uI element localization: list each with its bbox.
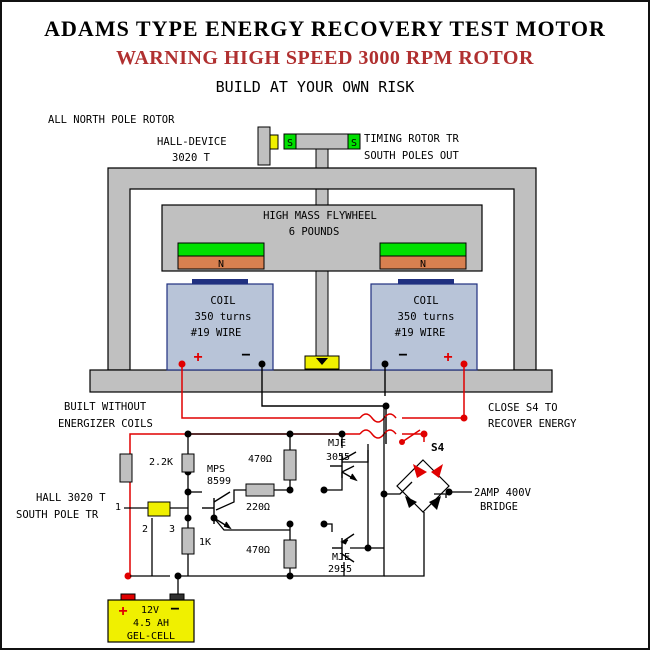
junction-dots-red [124,360,468,580]
rotor-magnet-right-top [379,242,467,257]
rotor-magnet-left-bottom [177,255,265,270]
resistor-470-bottom [283,539,297,569]
bridge-label-2: BRIDGE [480,501,518,513]
mje-top-label-2: 3055 [326,452,350,463]
coil-left-core [192,279,248,284]
rotor-magnet-right-bottom [379,255,467,270]
coil-wiring-red [129,364,465,576]
coil-right-label-3: #19 WIRE [395,327,446,339]
resistor-1k [181,527,195,555]
base-plate [89,369,553,393]
coil-right-core [398,279,454,284]
battery-type: GEL-CELL [127,631,175,642]
coil-left-label-1: COIL [210,295,235,307]
hall-pin-2: 2 [142,524,148,535]
hall-device-label-1: HALL-DEVICE [157,136,227,148]
coil-left-minus: − [241,347,250,364]
hall-sensor-circuit [147,501,171,517]
transistor-mps8599 [202,491,232,530]
wire-crossover-loop [359,413,397,423]
coil-left [166,283,274,371]
hall-pin-1: 1 [115,502,121,513]
mps-label-2: 8599 [207,476,231,487]
coil-left-label-2: 350 turns [195,311,252,323]
bridge-rectifier [396,459,450,513]
coil-left-label-3: #19 WIRE [191,327,242,339]
mje-top-label-1: MJE [328,438,346,449]
circuit-wires [130,406,447,602]
timing-rotor-label-1: TIMING ROTOR TR [364,133,460,145]
hall-device-label-2: 3020 T [172,152,211,164]
resistor-1k-label: 1K [199,537,211,548]
timing-rotor-magnet-left [283,133,297,150]
wire-crossover-loop-2 [359,429,397,439]
rotor-magnet-left-top [177,242,265,257]
switch-s4-label: S4 [431,441,445,454]
battery-terminal-neg [169,593,185,601]
rotor-magnet-left-pole: N [218,259,224,270]
diagram-title: ADAMS TYPE ENERGY RECOVERY TEST MOTOR [44,16,606,41]
battery-voltage: 12V [141,605,159,616]
warning-text: WARNING HIGH SPEED 3000 RPM ROTOR [116,47,534,69]
flywheel-label-1: HIGH MASS FLYWHEEL [263,210,377,222]
resistor-470-top [283,449,297,481]
switch-s4 [401,429,421,443]
battery [107,599,195,643]
coil-right-label-1: COIL [413,295,438,307]
switch-s4-contact [399,439,405,445]
hall-device-sensor [257,126,271,166]
battery-plus: + [118,603,127,620]
resistor-2-2k [181,453,195,473]
mps-label-1: MPS [207,464,225,475]
rotor-magnet-right-pole: N [420,259,426,270]
bridge-label-1: 2AMP 400V [474,487,532,499]
timing-rotor-magnet-right [347,133,361,150]
coil-right-minus: − [398,347,407,364]
hall-ref-label-2: SOUTH POLE TR [16,509,99,521]
mje-bottom-label-1: MJE [332,552,350,563]
resistor-470-bottom-label: 470Ω [246,545,270,556]
built-without-label-1: BUILT WITHOUT [64,401,147,413]
coil-right-label-2: 350 turns [398,311,455,323]
built-without-label-2: ENERGIZER COILS [58,418,153,430]
coil-right-plus: + [443,349,452,366]
resistor-220 [245,483,275,497]
battery-minus: − [170,601,179,618]
mje-bottom-label-2: 2955 [328,564,352,575]
timing-rotor-label-2: SOUTH POLES OUT [364,150,460,162]
transistor-mje2955 [332,533,355,563]
transistor-mje3055 [330,451,358,482]
coil-right [370,283,478,371]
risk-text: BUILD AT YOUR OWN RISK [216,78,415,96]
flywheel-label-2: 6 POUNDS [289,226,340,238]
coil-left-plus: + [193,349,202,366]
close-s4-label-2: RECOVER ENERGY [488,418,577,430]
coil-wiring-black [261,364,387,444]
hall-pin-3: 3 [169,524,175,535]
bridge-diodes [405,464,443,510]
close-s4-label-1: CLOSE S4 TO [488,402,558,414]
resistor-220-label: 220Ω [246,502,270,513]
resistor-left-edge [119,453,133,483]
resistor-470-top-label: 470Ω [248,454,272,465]
battery-terminal-pos [120,593,136,601]
bearing-arrow [316,358,328,365]
hall-device-chip [269,134,279,150]
timing-rotor-pole-right: S [351,138,357,149]
resistor-2-2k-label: 2.2K [149,457,173,468]
rotor-label: ALL NORTH POLE ROTOR [48,114,175,126]
hall-ref-label-1: HALL 3020 T [36,492,106,504]
battery-capacity: 4.5 AH [133,618,169,629]
timing-rotor-pole-left: S [287,138,293,149]
